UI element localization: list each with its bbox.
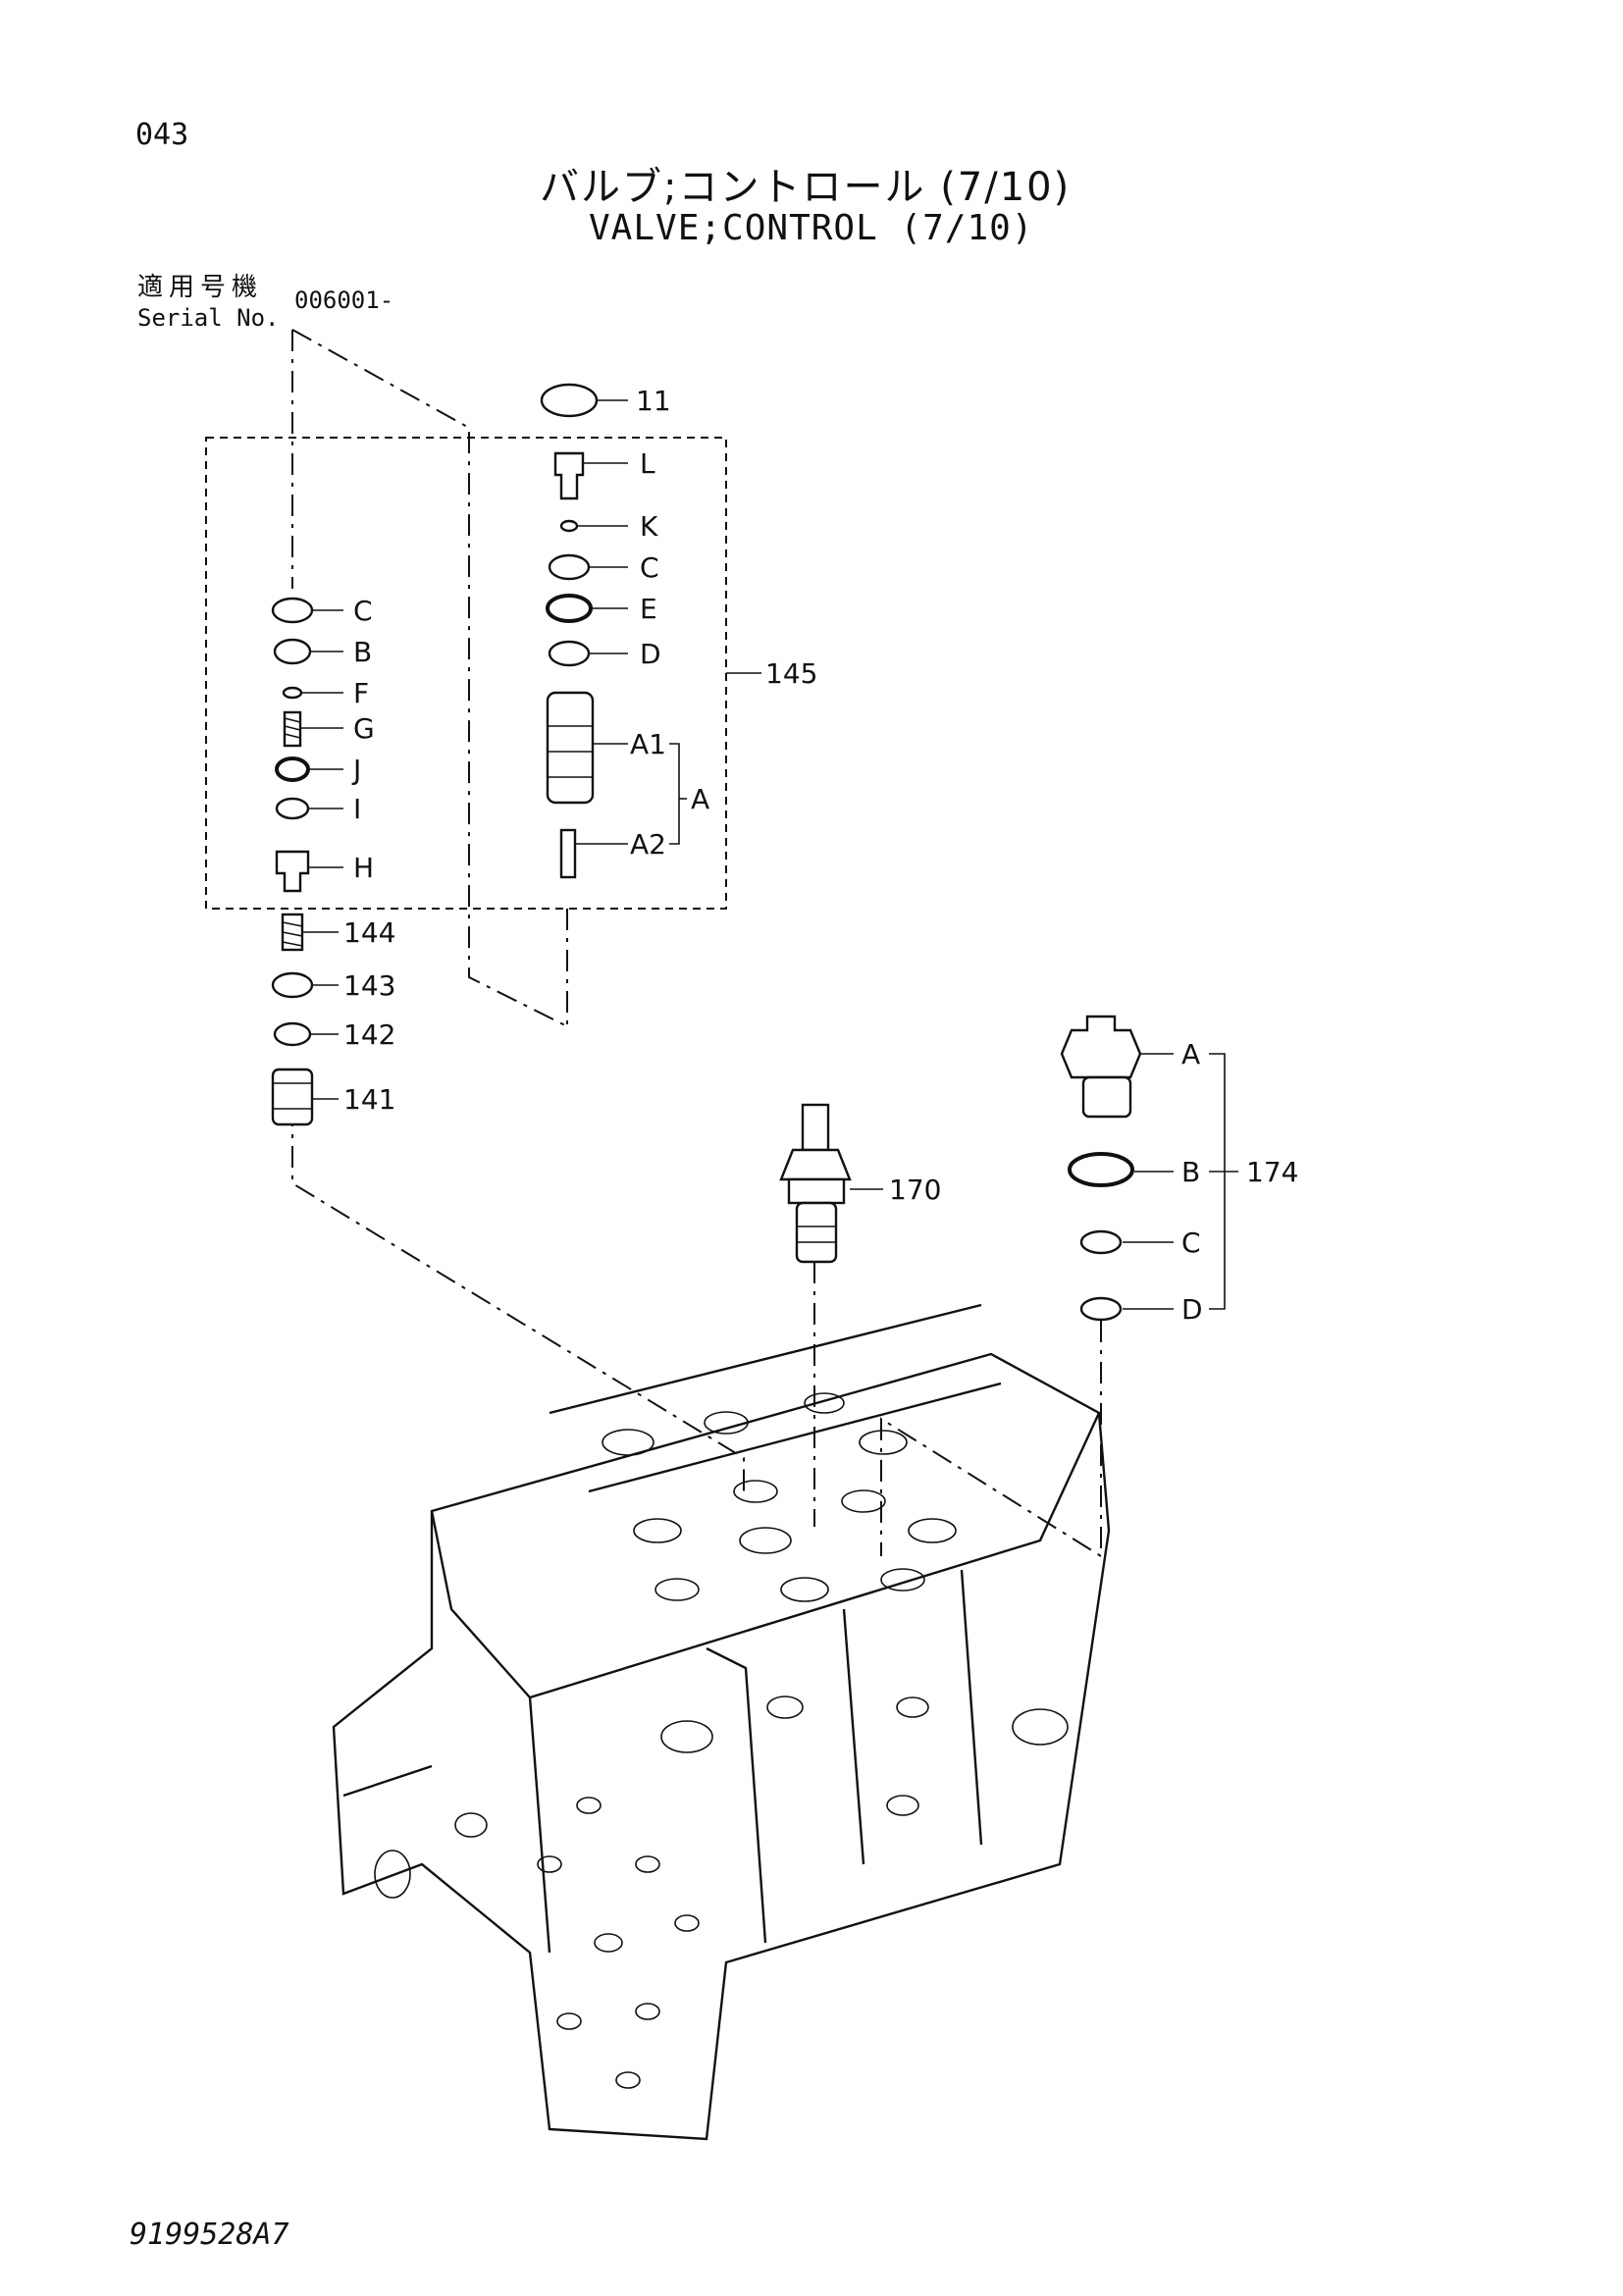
label-a1: A1 — [630, 728, 666, 760]
control-valve-body — [332, 1303, 1111, 2141]
label-left-b: B — [353, 636, 372, 668]
left-part-stack — [271, 597, 314, 1126]
ring-k — [559, 519, 579, 533]
label-a-group: A — [691, 783, 709, 815]
label-11: 11 — [636, 385, 671, 417]
label-e: E — [640, 593, 657, 625]
label-144: 144 — [343, 916, 395, 949]
ring-j — [275, 757, 310, 782]
label-left-c: C — [353, 595, 373, 627]
sleeve-141 — [271, 1068, 314, 1126]
serial-number-range: 006001- — [294, 287, 394, 314]
label-left-f: F — [353, 677, 369, 709]
label-174-b: B — [1181, 1156, 1200, 1188]
ring-b — [273, 638, 312, 665]
label-k: K — [640, 510, 658, 543]
label-141: 141 — [343, 1083, 395, 1116]
label-142: 142 — [343, 1018, 395, 1051]
page-number: 043 — [135, 118, 189, 152]
ring-d — [548, 640, 591, 667]
relief-valve-174: A B C D 174 — [1060, 1015, 1298, 1326]
label-left-j: J — [351, 754, 361, 786]
document-number: 9199528A7 — [130, 2218, 289, 2252]
ring-142 — [273, 1021, 312, 1047]
label-145: 145 — [765, 657, 817, 690]
ring-e — [546, 594, 593, 623]
leader-lines — [291, 329, 1102, 1558]
label-l: L — [640, 447, 655, 480]
left-stack-labels: C B F G J I H 144 143 142 141 — [300, 595, 395, 1116]
serial-label-english: Serial No. — [137, 304, 280, 332]
ring-i — [275, 797, 310, 820]
spool-a1 — [546, 691, 595, 805]
seal-ring-c — [271, 597, 314, 624]
o-ring-11 — [540, 383, 599, 418]
piston-l — [553, 451, 585, 500]
title-english: VALVE;CONTROL (7/10) — [589, 208, 1034, 248]
port-holes — [374, 1392, 1069, 2089]
center-stack-labels: 11 L K C E D A1 A2 A 145 — [575, 385, 817, 861]
label-d: D — [640, 638, 661, 670]
label-174: 174 — [1246, 1156, 1298, 1188]
pin-a2 — [559, 828, 577, 879]
label-174-c: C — [1181, 1226, 1201, 1259]
ring-c — [548, 553, 591, 581]
plug-h — [275, 850, 310, 893]
ring-143 — [271, 971, 314, 999]
center-part-stack — [540, 383, 599, 879]
label-143: 143 — [343, 969, 395, 1002]
valve-170: 170 — [779, 1103, 941, 1264]
title-japanese: バルブ;コントロール (7/10) — [540, 165, 1072, 210]
label-left-g: G — [353, 712, 375, 745]
label-174-d: D — [1181, 1293, 1203, 1326]
small-ring-f — [282, 686, 303, 700]
label-174-a: A — [1181, 1038, 1200, 1070]
serial-label-japanese: 適用号機 — [137, 273, 264, 302]
label-left-i: I — [353, 793, 361, 825]
label-170: 170 — [889, 1174, 941, 1206]
label-a2: A2 — [630, 828, 666, 861]
label-left-h: H — [353, 852, 374, 884]
label-center-c: C — [640, 551, 659, 584]
